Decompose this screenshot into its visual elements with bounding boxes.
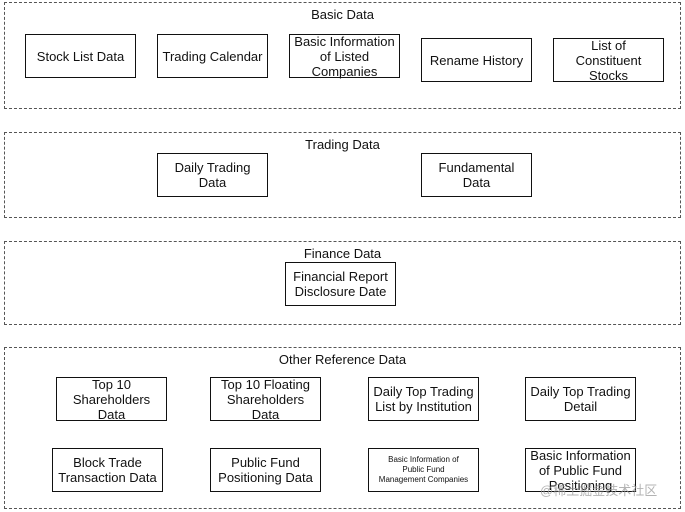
group-trading-data: Trading Data (4, 132, 681, 218)
node-daily-top-trading-institution: Daily Top Trading List by Institution (368, 377, 479, 421)
group-basic-data: Basic Data (4, 2, 681, 109)
group-title-basic-data: Basic Data (311, 7, 374, 22)
node-basic-info-listed-companies: Basic Information of Listed Companies (289, 34, 400, 79)
node-public-fund-positioning-data: Public Fund Positioning Data (210, 448, 321, 492)
node-top10-shareholders: Top 10 Shareholders Data (56, 377, 167, 422)
group-finance-data: Finance Data (4, 241, 681, 325)
group-title-other-reference-data: Other Reference Data (278, 352, 407, 367)
node-rename-history: Rename History (421, 38, 532, 82)
node-constituent-stocks: List of Constituent Stocks (553, 38, 664, 83)
node-stock-list-data: Stock List Data (25, 34, 136, 78)
node-public-fund-management-companies: Basic Information of Public Fund Managem… (368, 448, 479, 492)
node-financial-report-disclosure-date: Financial Report Disclosure Date (285, 262, 396, 306)
node-daily-top-trading-detail: Daily Top Trading Detail (525, 377, 636, 421)
watermark: @稀土掘金技术社区 (540, 483, 658, 498)
node-block-trade-transaction: Block Trade Transaction Data (52, 448, 163, 492)
node-fundamental-data: Fundamental Data (421, 153, 532, 197)
node-basic-info-public-fund-positioning: Basic Information of Public Fund Positio… (525, 448, 636, 493)
node-top10-floating-shareholders: Top 10 Floating Shareholders Data (210, 377, 321, 422)
node-trading-calendar: Trading Calendar (157, 34, 268, 78)
group-title-trading-data: Trading Data (305, 137, 380, 152)
group-title-finance-data: Finance Data (303, 246, 382, 261)
node-daily-trading-data: Daily Trading Data (157, 153, 268, 197)
group-other-reference-data: Other Reference Data (4, 347, 681, 509)
